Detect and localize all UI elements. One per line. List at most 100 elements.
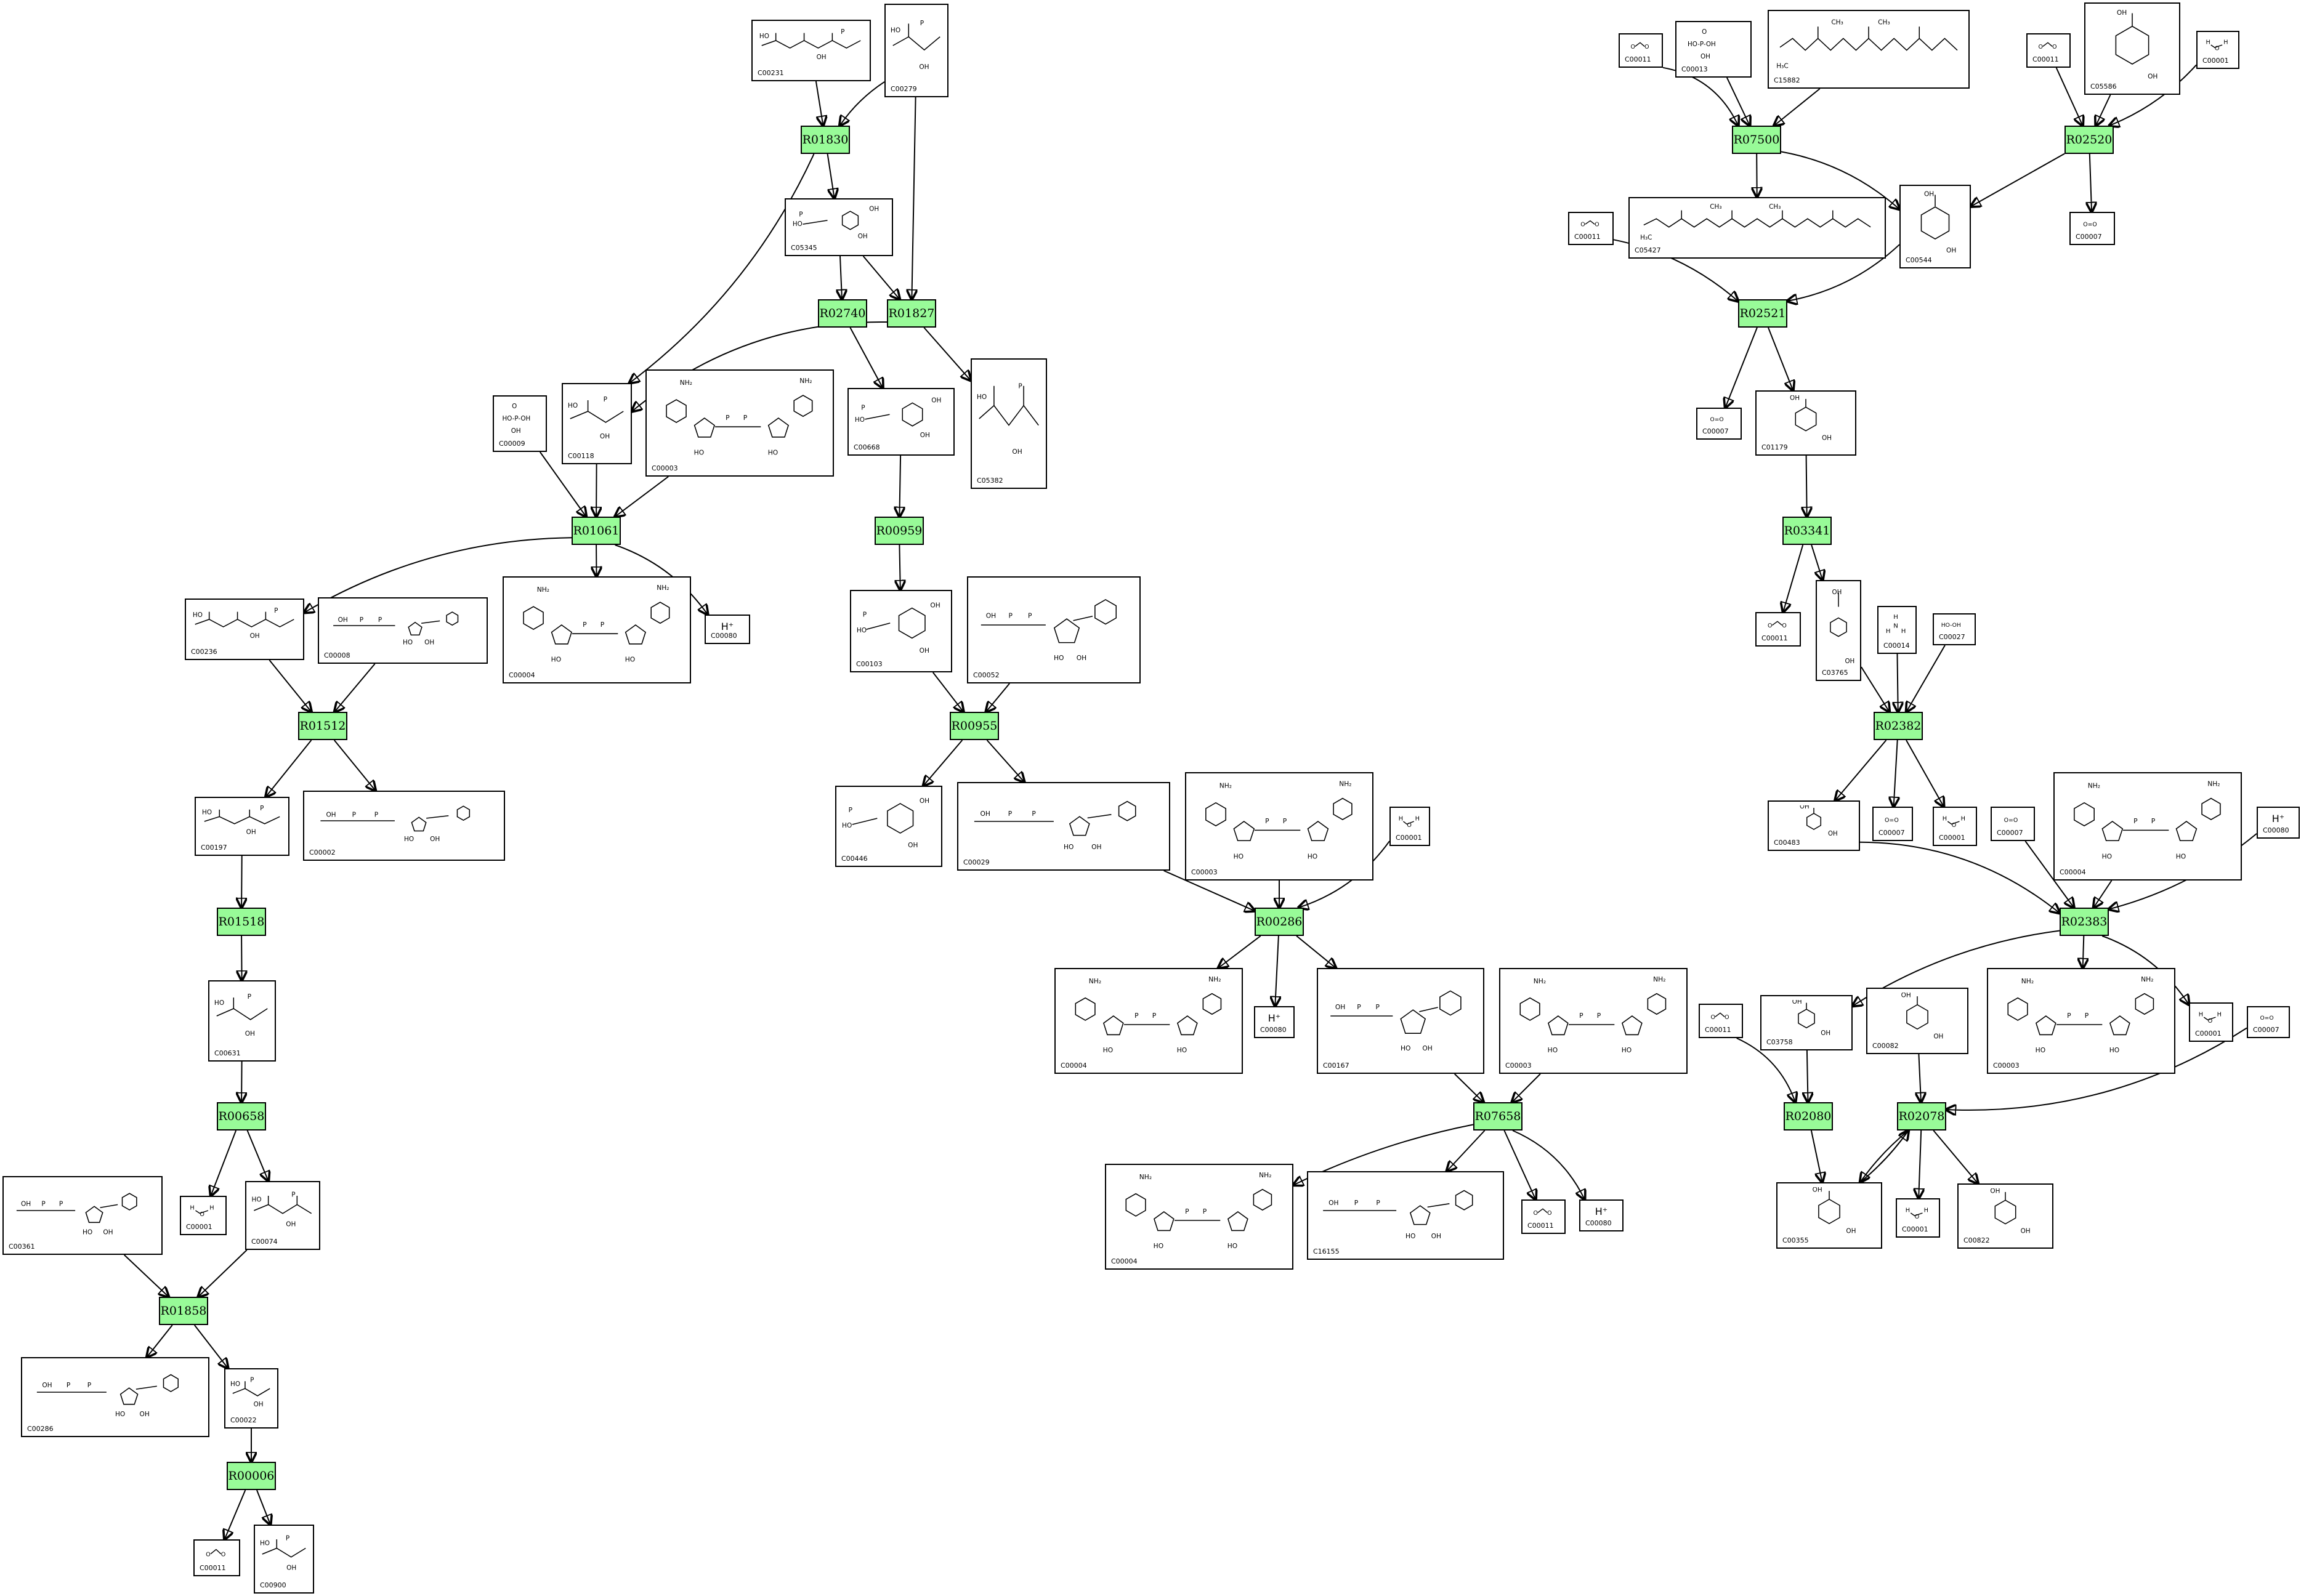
reaction-r00286[interactable]: R00286 (1255, 908, 1304, 936)
reaction-r00959[interactable]: R00959 (875, 517, 924, 545)
reaction-r00955[interactable]: R00955 (950, 712, 999, 740)
reaction-r01827[interactable]: R01827 (887, 299, 936, 328)
compound-c00080[interactable]: H⁺C00080 (1579, 1199, 1624, 1231)
compound-c00080[interactable]: H⁺C00080 (2257, 807, 2300, 839)
reaction-r01061[interactable]: R01061 (572, 517, 621, 545)
reaction-r02080[interactable]: R02080 (1784, 1102, 1833, 1130)
reaction-r02078[interactable]: R02078 (1897, 1102, 1946, 1130)
reaction-r03341[interactable]: R03341 (1782, 517, 1832, 545)
compound-id: C00001 (1939, 834, 1965, 842)
reaction-r07658[interactable]: R07658 (1473, 1102, 1523, 1130)
reaction-r02382[interactable]: R02382 (1874, 712, 1923, 740)
svg-text:OH: OH (600, 433, 610, 440)
edge-c00355a-r02078 (1859, 1130, 1908, 1183)
reaction-r07500[interactable]: R07500 (1732, 126, 1781, 154)
compound-c00080[interactable]: H⁺C00080 (705, 615, 750, 644)
svg-text:OH: OH (2117, 9, 2127, 17)
compound-id: C01179 (1761, 443, 1788, 451)
edge-r02078-c00001f (1919, 1130, 1921, 1198)
reaction-r01858[interactable]: R01858 (159, 1297, 208, 1325)
compound-id: C00003 (1993, 1062, 2020, 1070)
reaction-r01830[interactable]: R01830 (801, 126, 850, 154)
edge-r02078-c00355a (1860, 1130, 1909, 1182)
compound-c00080[interactable]: H⁺C00080 (1254, 1006, 1295, 1038)
svg-text:H: H (2217, 1011, 2222, 1018)
reaction-r02520[interactable]: R02520 (2064, 126, 2114, 154)
reaction-r00006[interactable]: R00006 (227, 1462, 276, 1490)
reaction-r02521[interactable]: R02521 (1738, 299, 1787, 328)
reaction-r01518[interactable]: R01518 (217, 908, 266, 936)
reaction-r01512[interactable]: R01512 (298, 712, 347, 740)
reaction-r00658[interactable]: R00658 (217, 1102, 266, 1130)
reaction-r02383[interactable]: R02383 (2060, 908, 2109, 936)
edge-r01830-c05345a (827, 153, 835, 198)
reaction-r02740[interactable]: R02740 (818, 299, 867, 328)
